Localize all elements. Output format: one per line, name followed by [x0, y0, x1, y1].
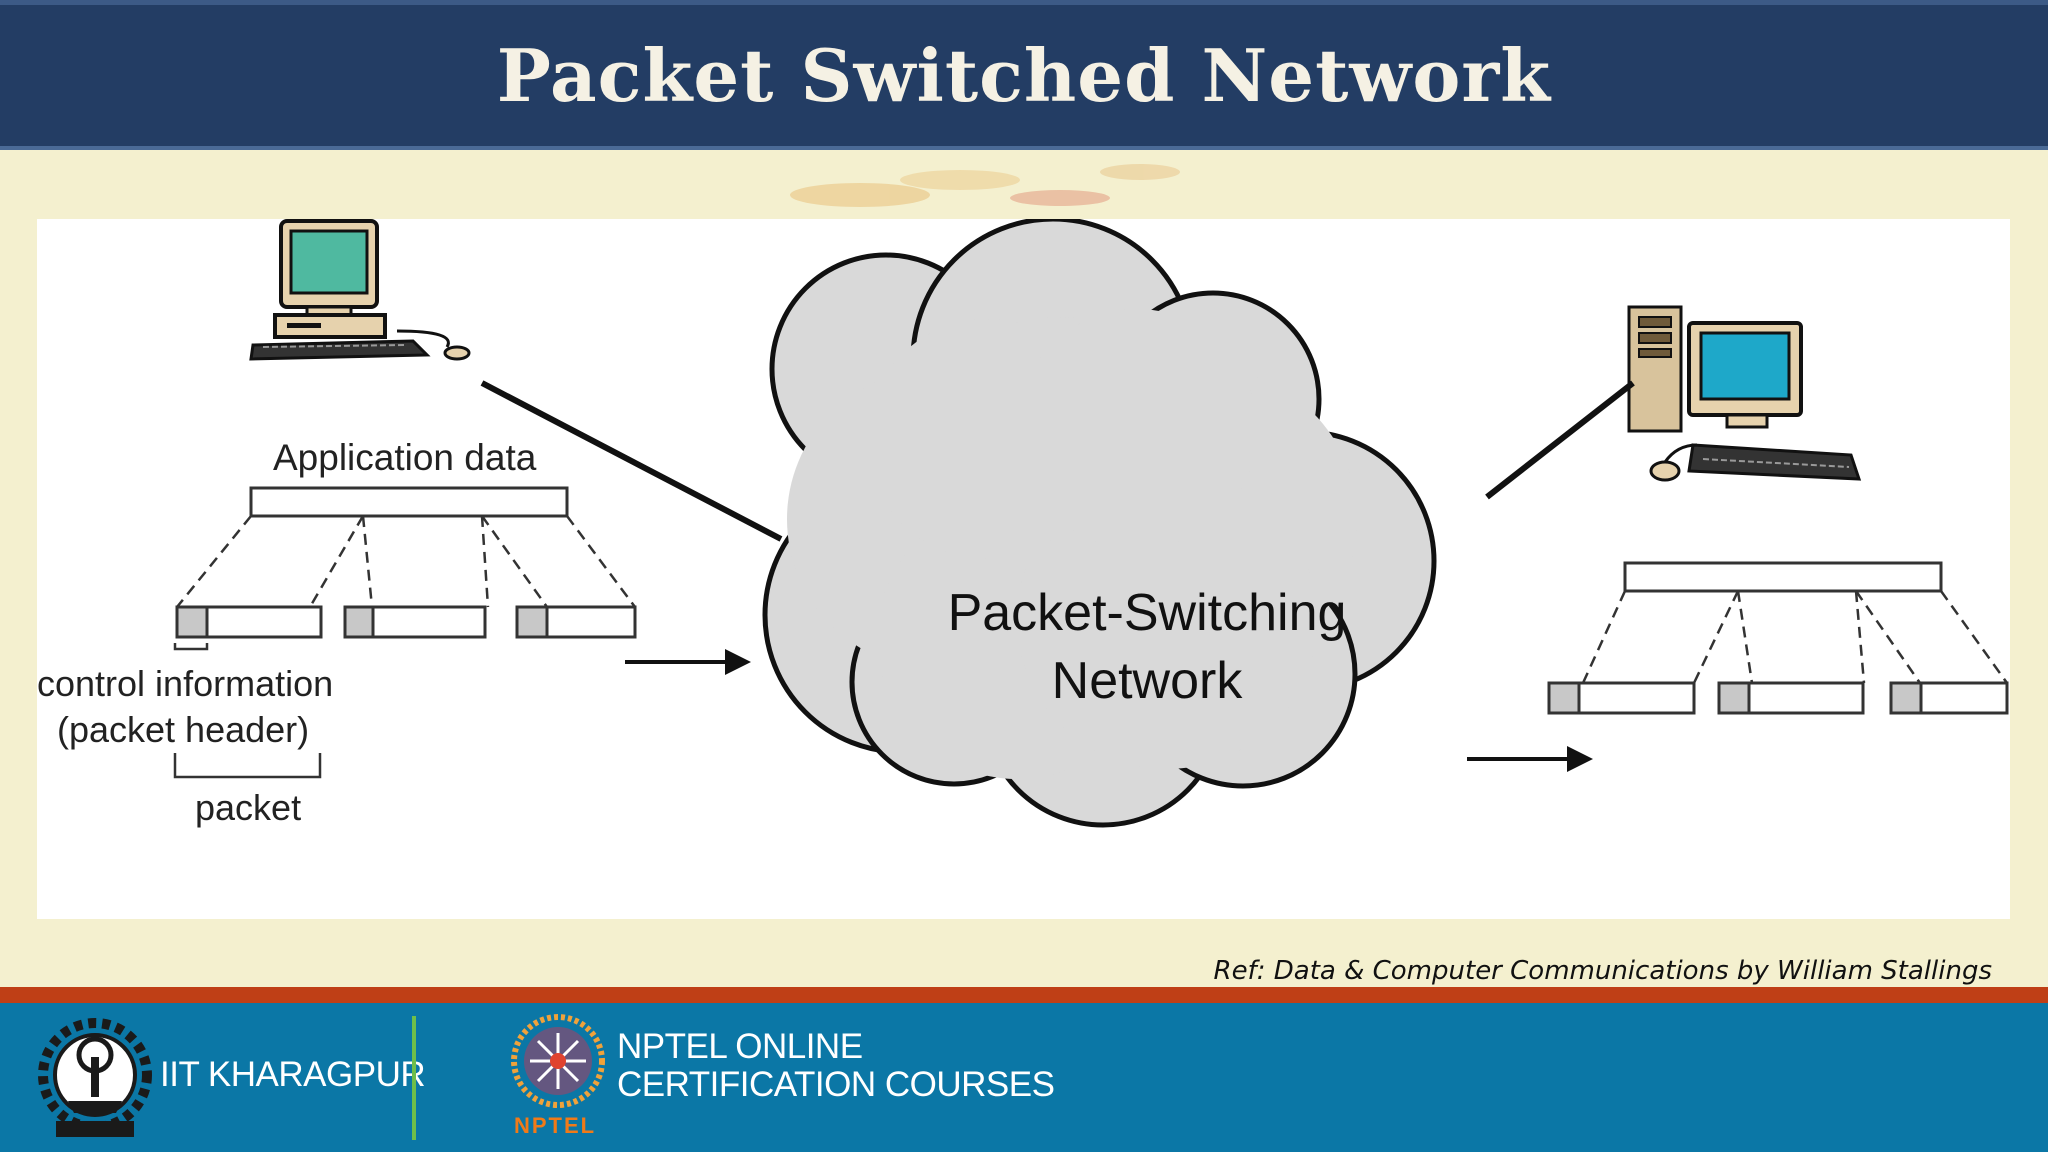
control-information-label: control information	[37, 663, 334, 704]
packets-right	[1547, 681, 2009, 715]
left-link	[480, 380, 783, 542]
packet-split-lines-right	[1581, 590, 2009, 684]
cloud-label: Packet-Switching Network	[857, 579, 1437, 715]
nptel-logo-text: NPTEL	[514, 1113, 597, 1138]
application-data-box	[249, 486, 569, 518]
title-bar: Packet Switched Network	[0, 0, 2048, 150]
right-link	[1485, 380, 1635, 500]
footer-bar: IIT KHARAGPUR NPTEL NPTEL ONLINE CERTIFI…	[0, 1003, 2048, 1152]
tower-computer-icon	[1627, 305, 1862, 482]
packet-header-label: (packet header)	[57, 709, 310, 750]
application-data-label: Application data	[273, 437, 537, 478]
packets-left	[175, 605, 637, 639]
packet-switching-diagram	[173, 219, 2009, 828]
header-bracket	[173, 643, 209, 651]
course-line1: NPTEL ONLINE	[617, 1027, 863, 1066]
packet-label: packet	[195, 787, 302, 828]
desktop-computer-icon	[249, 219, 471, 361]
iit-kharagpur-logo-icon	[38, 1018, 152, 1137]
background-watermark	[790, 164, 1180, 207]
course-line2: CERTIFICATION COURSES	[617, 1065, 1055, 1104]
arrow-right-icon	[1467, 746, 1593, 772]
arrow-right-icon	[625, 649, 751, 675]
cloud-label-line1: Packet-Switching	[947, 584, 1347, 642]
diagram-panel: Application data control information (pa…	[37, 219, 2010, 919]
received-data-box	[1623, 561, 1943, 593]
packet-split-lines-left	[176, 515, 637, 608]
nptel-logo-icon	[511, 1014, 605, 1108]
packet-bracket	[173, 753, 322, 779]
slide-title: Packet Switched Network	[496, 33, 1552, 118]
reference-citation: Ref: Data & Computer Communications by W…	[1213, 956, 1993, 986]
footer-stripe	[0, 987, 2048, 1003]
cloud-label-line2: Network	[1051, 652, 1243, 710]
footer-divider	[412, 1016, 416, 1140]
institute-label: IIT KHARAGPUR	[160, 1055, 426, 1094]
cloud-icon	[762, 219, 1437, 828]
